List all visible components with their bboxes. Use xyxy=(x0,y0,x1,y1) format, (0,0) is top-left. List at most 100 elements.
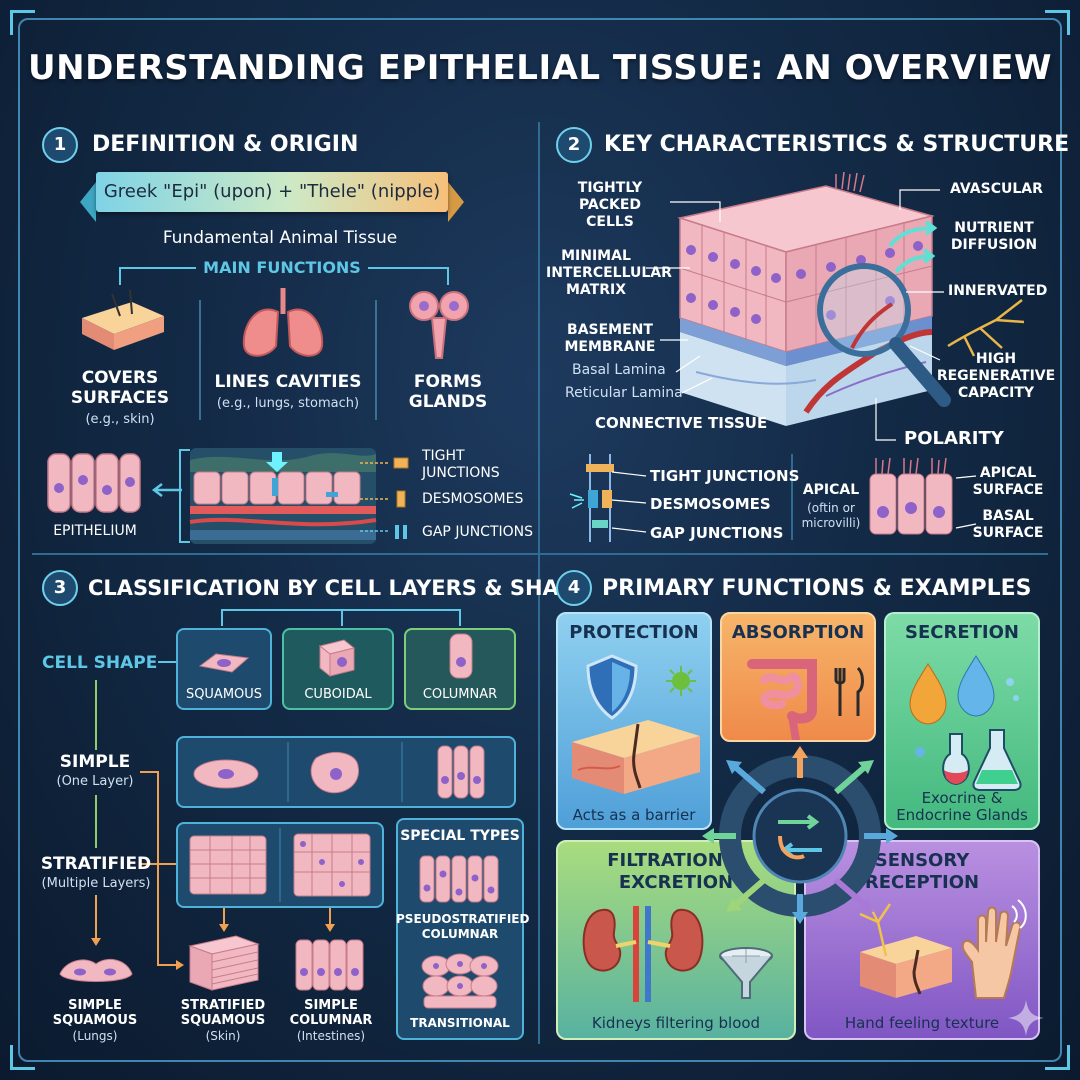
sparkle-icon xyxy=(1008,1000,1044,1036)
example-label: SIMPLE SQUAMOUS xyxy=(52,998,138,1028)
skin-layers-icon xyxy=(572,720,700,794)
apical-label: APICAL xyxy=(802,482,860,498)
transitional-icon xyxy=(421,953,499,1009)
apical-note: (oftin or microvilli) xyxy=(801,501,861,530)
filtration-card: FILTRATION & EXCRETION Kidneys filtering… xyxy=(556,840,796,1040)
arrow-left-icon xyxy=(151,483,182,497)
desmosome-icon xyxy=(396,490,406,508)
cuboidal-cell-icon xyxy=(318,639,356,678)
special-type-label: TRANSITIONAL xyxy=(410,1016,510,1030)
page-title: UNDERSTANDING EPITHELIAL TISSUE: AN OVER… xyxy=(28,48,1052,88)
apical-surface-label: APICAL SURFACE xyxy=(972,465,1044,498)
nerve-icon xyxy=(947,299,1025,357)
shape-label: SQUAMOUS xyxy=(185,687,263,702)
junction-pointers xyxy=(611,454,793,540)
section-title: CLASSIFICATION BY CELL LAYERS & SHAPE xyxy=(88,576,589,600)
droplets-icon xyxy=(909,655,1019,725)
section-title: DEFINITION & ORIGIN xyxy=(92,132,359,157)
section-divider xyxy=(538,122,540,1044)
outer-frame xyxy=(18,18,1062,1062)
section-number: 4 xyxy=(556,570,592,606)
absorption-card: ABSORPTION xyxy=(720,612,876,742)
simple-note: (One Layer) xyxy=(56,774,134,789)
nerve-skin-icon xyxy=(859,903,952,998)
card-title: PROTECTION xyxy=(569,622,699,643)
connective-tissue-label: CONNECTIVE TISSUE xyxy=(595,414,768,432)
protection-card: PROTECTION Acts as a barrier xyxy=(556,612,712,830)
funnel-icon xyxy=(719,947,773,999)
stratified-label: STRATIFIED xyxy=(40,854,152,874)
intestine-icon xyxy=(747,659,817,740)
structure-pointers xyxy=(646,189,944,441)
section-number: 1 xyxy=(42,127,78,163)
card-caption: Exocrine & Endocrine Glands xyxy=(896,789,1028,824)
example-note: (Intestines) xyxy=(296,1029,366,1043)
characteristic-label: HIGH REGENERATIVE CAPACITY xyxy=(936,351,1056,401)
gland-icon xyxy=(409,291,469,359)
epithelium-cells-icon xyxy=(47,453,141,513)
junction-label: GAP JUNCTIONS xyxy=(422,524,534,540)
basal-surface-label: BASAL SURFACE xyxy=(972,508,1044,541)
structure-label: TIGHTLY PACKED CELLS xyxy=(577,180,643,230)
function-note: (e.g., lungs, stomach) xyxy=(216,396,360,411)
section-title: KEY CHARACTERISTICS & STRUCTURE xyxy=(604,132,1070,157)
card-title: SECRETION xyxy=(905,622,1019,643)
shield-icon xyxy=(586,654,638,720)
stratified-cells-row xyxy=(189,828,371,902)
function-label: COVERS SURFACES xyxy=(70,368,170,408)
section-number: 2 xyxy=(556,127,592,163)
tissue-subtitle: Fundamental Animal Tissue xyxy=(162,228,398,248)
junction-label: TIGHT JUNCTIONS xyxy=(650,467,800,485)
classification-tree xyxy=(91,609,461,970)
shape-label: CUBOIDAL xyxy=(304,687,372,702)
card-caption: Kidneys filtering blood xyxy=(591,1014,761,1032)
etymology-ribbon: Greek "Epi" (upon) + "Thele" (nipple) xyxy=(96,172,448,212)
junction-label: GAP JUNCTIONS xyxy=(650,524,784,542)
shape-label: COLUMNAR xyxy=(422,687,498,702)
function-label: LINES CAVITIES xyxy=(214,372,362,392)
characteristic-label: NUTRIENT DIFFUSION xyxy=(950,220,1038,253)
section-divider xyxy=(32,553,1048,555)
card-caption: Hand feeling texture xyxy=(844,1014,1000,1032)
virus-icon xyxy=(666,666,696,696)
flasks-icon xyxy=(915,729,1022,791)
section-number: 3 xyxy=(42,570,78,606)
example-label: SIMPLE COLUMNAR xyxy=(289,998,373,1028)
gap-junction-icon xyxy=(395,525,407,539)
sensory-card: SENSORY RECEPTION Hand feeling texture xyxy=(804,840,1040,1040)
frame-corner xyxy=(1045,10,1070,35)
epithelium-label: EPITHELIUM xyxy=(53,523,137,539)
frame-corner xyxy=(10,1045,35,1070)
lamina-label: Reticular Lamina xyxy=(565,385,683,401)
example-note: (Skin) xyxy=(205,1029,241,1043)
kidneys-icon xyxy=(582,906,704,1002)
special-types-label: SPECIAL TYPES xyxy=(400,828,520,844)
frame-corner xyxy=(1045,1045,1070,1070)
characteristic-label: INNERVATED xyxy=(948,283,1048,299)
junction-label: DESMOSOMES xyxy=(422,491,524,507)
ribbon-tail xyxy=(448,182,464,222)
stratified-note: (Multiple Layers) xyxy=(41,876,151,891)
surface-pointers xyxy=(955,475,977,529)
function-label: FORMS GLANDS xyxy=(408,372,488,412)
junction-label: DESMOSOMES xyxy=(650,495,771,513)
simple-squamous-example-icon xyxy=(59,958,133,982)
junction-label: TIGHT JUNCTIONS xyxy=(422,448,500,481)
ribbon-tail xyxy=(80,182,96,222)
tight-junction-icon xyxy=(393,457,409,469)
function-note: (e.g., skin) xyxy=(85,412,155,427)
columnar-cell-icon xyxy=(449,633,473,679)
card-title: SENSORY RECEPTION xyxy=(864,850,980,893)
hand-icon xyxy=(961,899,1027,999)
lamina-label: Basal Lamina xyxy=(572,362,666,378)
cell-shape-label: CELL SHAPE xyxy=(42,653,158,673)
simple-label: SIMPLE xyxy=(59,752,131,772)
fork-knife-icon xyxy=(834,666,864,716)
example-label: STRATIFIED SQUAMOUS xyxy=(180,998,266,1028)
polarity-label: POLARITY xyxy=(904,428,1004,449)
pseudostratified-icon xyxy=(419,855,499,903)
main-functions-label: MAIN FUNCTIONS xyxy=(203,258,361,277)
polar-cells-icon xyxy=(869,457,953,535)
simple-columnar-example-icon xyxy=(295,939,364,991)
nutrient-arrows-icon xyxy=(888,220,938,274)
